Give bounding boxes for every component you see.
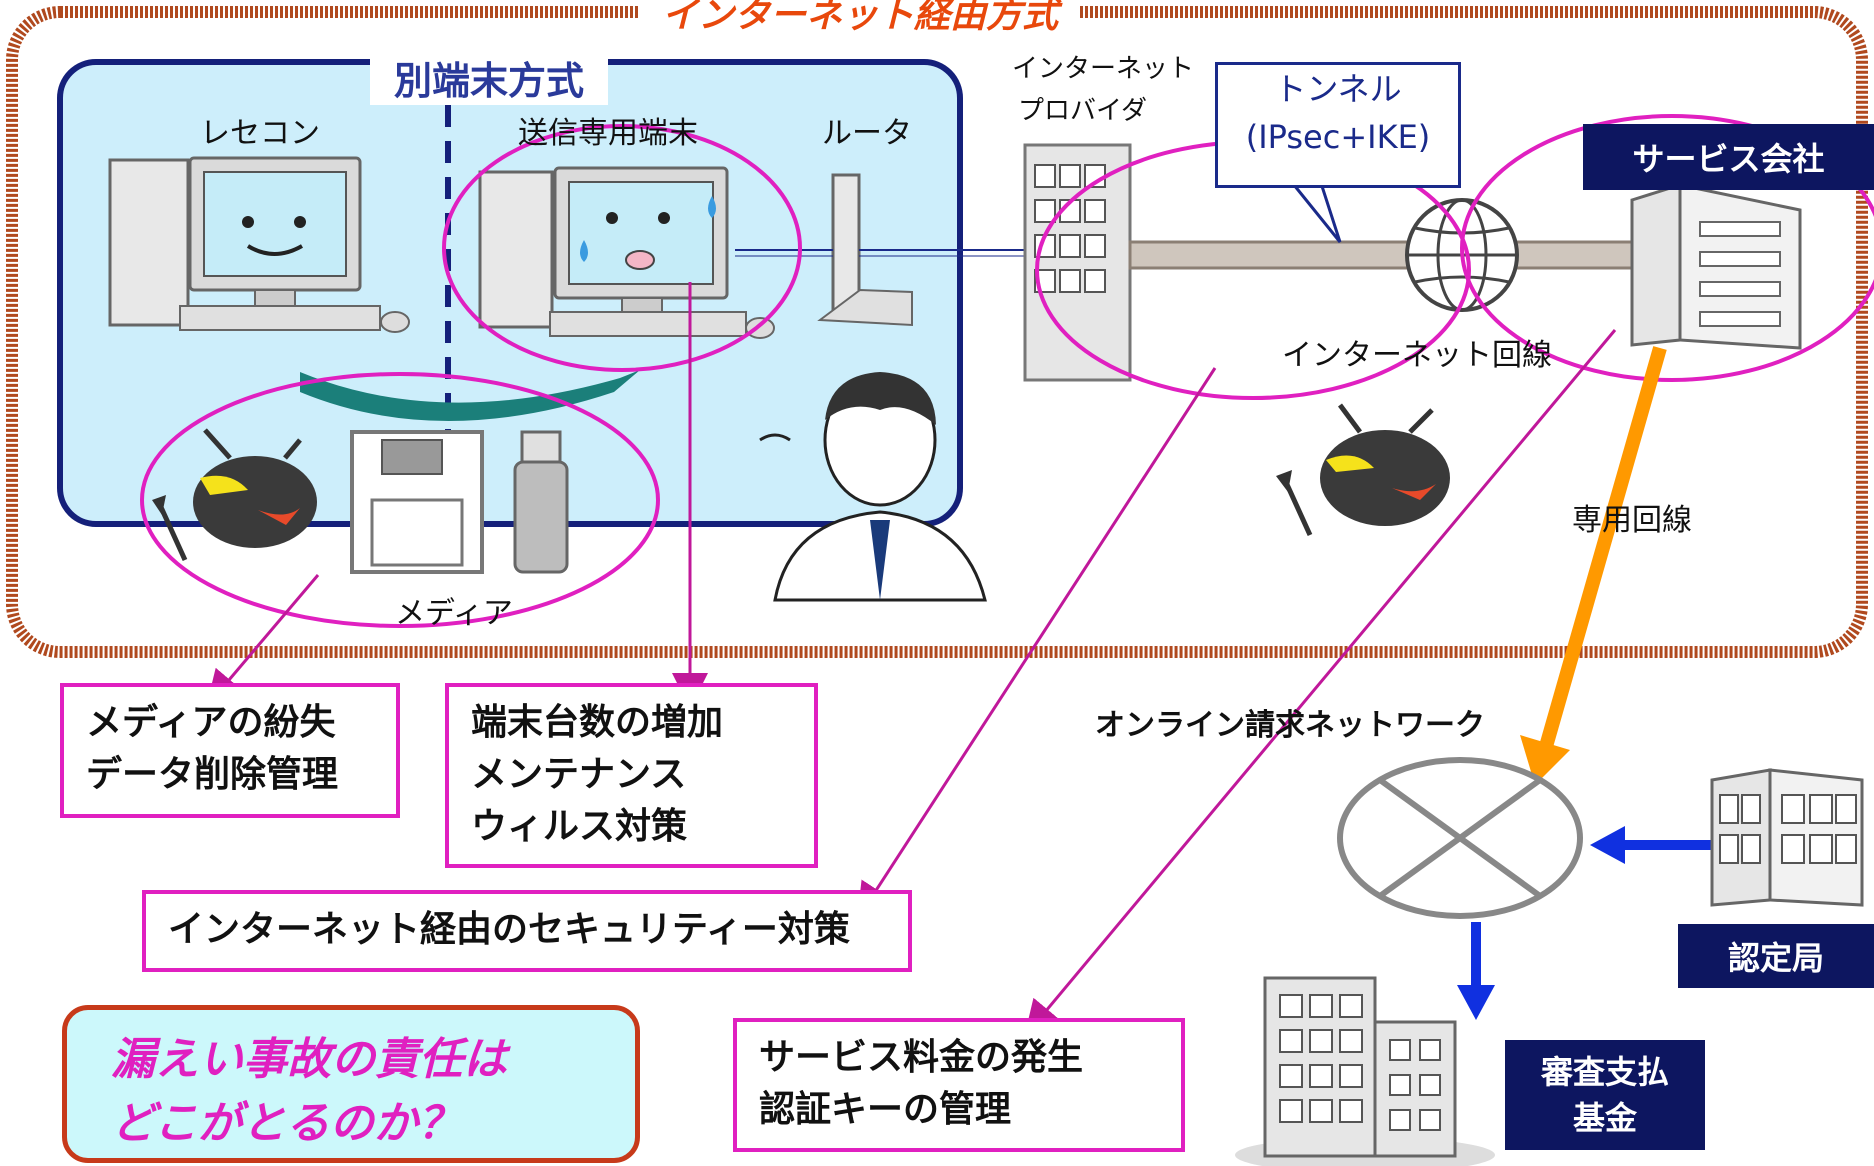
issue-media-loss-line1: メディアの紛失 [86, 702, 336, 743]
sending-terminal-label: 送信専用端末 [518, 116, 698, 151]
ca-arrowhead [1590, 826, 1625, 864]
issue-terminals: 端末台数の増加 メンテナンス ウィルス対策 [445, 683, 818, 868]
issue-service-fee-line1: サービス料金の発生 [759, 1037, 1084, 1078]
router-label: ルータ [822, 116, 912, 151]
inner-panel-title: 別端末方式 [370, 50, 609, 105]
virus-bug-icon [152, 428, 317, 562]
service-company-building [1630, 182, 1802, 350]
pointer-media [206, 574, 320, 707]
outer-frame-title: インターネット経由方式 [640, 0, 1081, 38]
question-line1: 漏えい事故の責任は [111, 1034, 507, 1085]
internet-line-label: インターネット回線 [1282, 338, 1552, 373]
provider-label-line2: プロバイダ [1018, 96, 1147, 126]
provider-label-line1: インターネット [1012, 54, 1195, 84]
service-company-label: サービス会社 [1583, 124, 1874, 190]
tunnel-callout: トンネル (IPsec+IKE) [1215, 62, 1461, 188]
recon-pc [108, 156, 410, 333]
dedicated-line-label: 専用回線 [1572, 503, 1692, 538]
certification-authority-label: 認定局 [1678, 924, 1874, 988]
online-network-label: オンライン請求ネットワーク [1095, 708, 1485, 743]
worried-person-icon [759, 372, 987, 602]
issue-terminals-line2: メンテナンス [471, 754, 687, 795]
pointer-internet [857, 367, 1217, 920]
router [817, 173, 913, 327]
question-line2: どこがとるのか？ [111, 1098, 462, 1149]
issue-internet-security-line1: インターネット経由のセキュリティー対策 [168, 909, 850, 950]
sending-terminal-pc [478, 166, 775, 339]
virus-bug-icon [1276, 403, 1450, 537]
issue-terminals-line3: ウィルス対策 [471, 806, 688, 847]
highlight-ellipse-service [1460, 114, 1874, 382]
fund-building [1235, 976, 1495, 1166]
tunnel-callout-tail [1286, 178, 1342, 243]
highlight-ellipse-terminal [442, 124, 802, 372]
issue-service-fee-line2: 認証キーの管理 [759, 1089, 1012, 1130]
issue-media-loss-line2: データ削除管理 [86, 754, 339, 795]
media-label: メディア [395, 596, 513, 631]
dedicated-line-arrow [1538, 346, 1667, 752]
recon-label: レセコン [200, 116, 320, 151]
usb-stick-icon [513, 430, 569, 574]
issue-service-fee: サービス料金の発生 認証キーの管理 [733, 1018, 1185, 1152]
tunnel-label: トンネル [1274, 70, 1402, 108]
tunnel-protocol: (IPsec+IKE) [1245, 118, 1431, 156]
review-fund-line1: 審査支払 [1540, 1053, 1669, 1091]
transfer-arrow [300, 370, 640, 421]
responsibility-question: 漏えい事故の責任は どこがとるのか？ [62, 1005, 640, 1163]
issue-media-loss: メディアの紛失 データ削除管理 [60, 683, 400, 818]
fund-arrowhead [1457, 985, 1495, 1020]
issue-terminals-line1: 端末台数の増加 [471, 702, 724, 743]
floppy-disk-icon [350, 430, 484, 574]
review-fund-line2: 基金 [1572, 1099, 1637, 1137]
issue-internet-security: インターネット経由のセキュリティー対策 [142, 890, 912, 972]
review-fund-label: 審査支払 基金 [1505, 1040, 1705, 1150]
internet-pipe [1128, 240, 1644, 270]
provider-building [1023, 143, 1132, 382]
pointer-service [1024, 329, 1617, 1037]
highlight-ellipse-media [140, 372, 660, 628]
ca-building [1710, 768, 1864, 907]
online-network-icon [1337, 757, 1583, 919]
